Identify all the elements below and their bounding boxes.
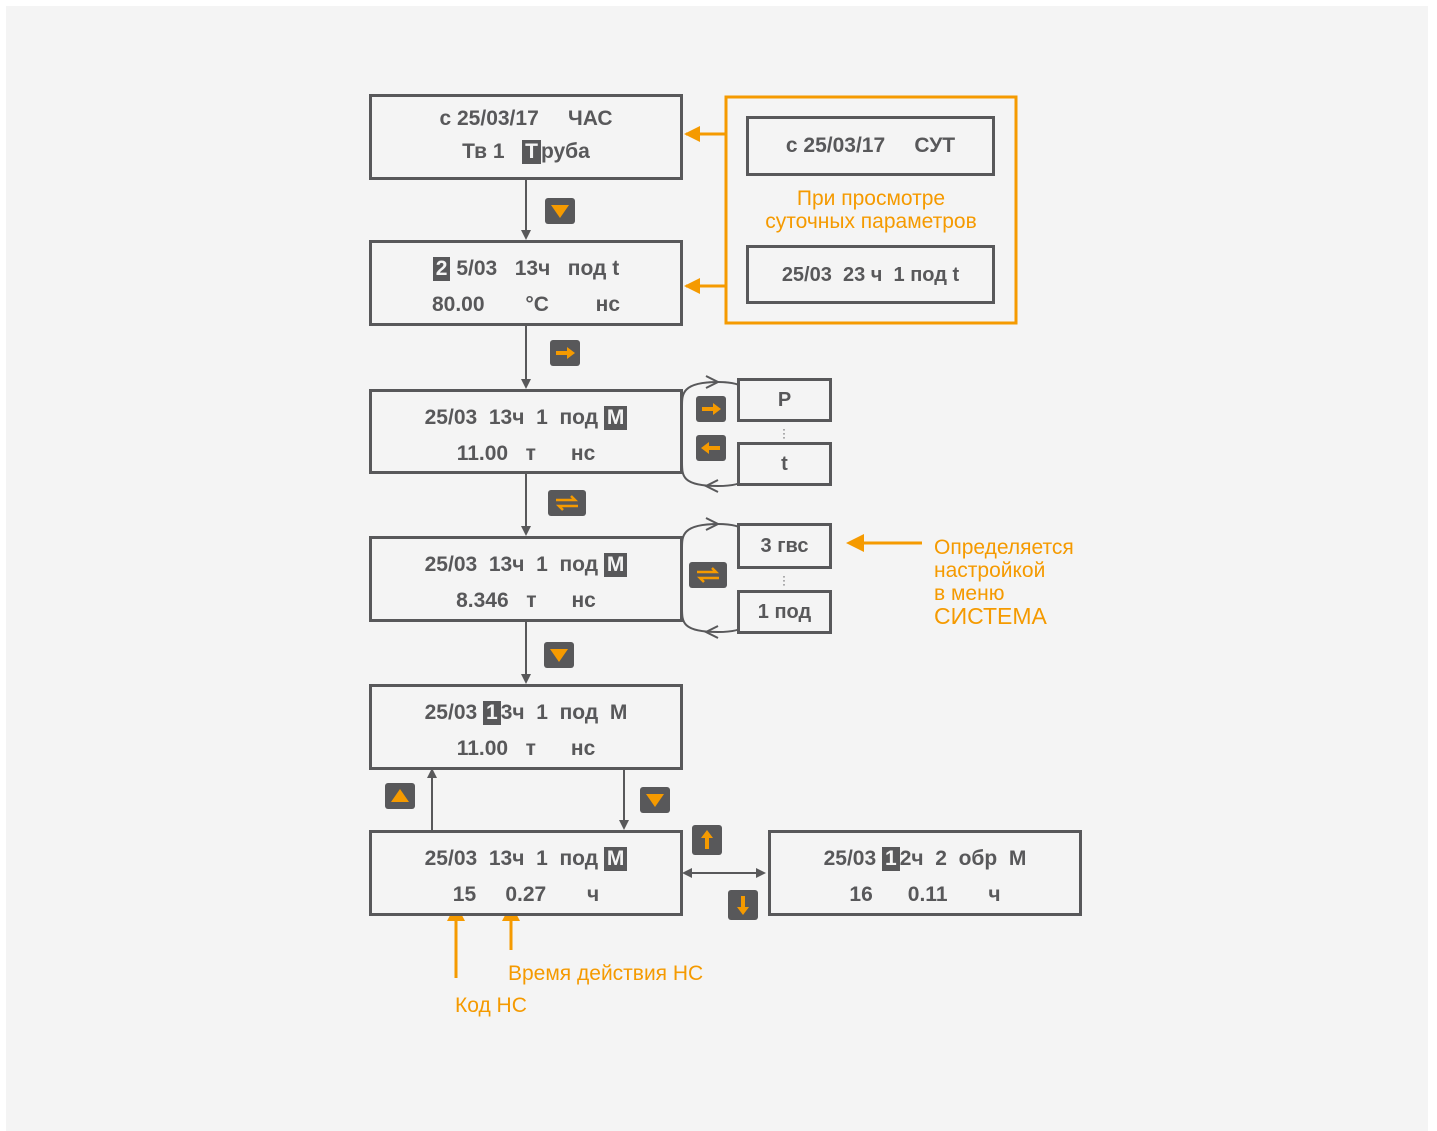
left-key [696, 435, 726, 461]
swap-key [548, 490, 586, 516]
down-key [545, 198, 575, 224]
down-triangle-icon [551, 205, 569, 218]
down-arrow-key [728, 890, 758, 920]
down-arrow-icon [737, 896, 749, 915]
orange-arrowhead [846, 534, 864, 552]
cursor-highlight: М [603, 847, 628, 871]
cursor-highlight: Т [522, 140, 541, 164]
orange-arrowhead [684, 126, 700, 142]
param-list-first: 3 гвс [737, 523, 832, 569]
param-list-last: t [737, 442, 832, 486]
cycle-chevron [703, 625, 719, 639]
config-note: Определяется настройкой в меню СИСТЕМА [934, 536, 1074, 629]
fault-code-note: Код НС [455, 994, 527, 1017]
swap-arrows-icon [555, 495, 579, 511]
right-key [550, 340, 580, 366]
connector-lines [427, 95, 1018, 978]
daily-screen-value: 25/03 23 ч 1 под t [746, 245, 995, 304]
daily-panel-frame [724, 95, 1018, 325]
cursor-highlight: 2 [432, 257, 451, 281]
ellipsis-dots: ··· [782, 422, 786, 444]
down-triangle-icon [646, 794, 664, 807]
screen-mass-alt: 25/03 13ч 1 под М 8.346 т нс [369, 536, 683, 622]
up-arrow-icon [701, 830, 713, 849]
swap-key [689, 562, 727, 588]
daily-screen-header: с 25/03/17 СУТ [746, 116, 995, 176]
right-arrow-icon [556, 347, 575, 359]
up-key [385, 783, 415, 809]
param-list-last: 1 под [737, 590, 832, 634]
down-key [544, 642, 574, 668]
cycle-chevron [705, 517, 721, 531]
swap-arrows-icon [696, 567, 720, 583]
cursor-highlight: 1 [882, 847, 900, 871]
cycle-chevron [703, 479, 719, 493]
orange-arrowhead [684, 278, 700, 294]
cursor-highlight: М [603, 553, 628, 577]
screen-mass-hourly: 25/03 13ч 1 под М 11.00 т нс [369, 389, 683, 474]
screen-fault-record: 25/03 13ч 1 под М 15 0.27 ч [369, 830, 683, 916]
cursor-highlight: М [603, 406, 628, 430]
duration-note: Время действия НС [508, 962, 704, 985]
left-arrow-icon [701, 442, 720, 454]
param-list-first: P [737, 378, 832, 422]
up-arrow-key [692, 825, 722, 855]
down-key [640, 787, 670, 813]
cursor-highlight: 1 [483, 701, 501, 725]
down-triangle-icon [550, 649, 568, 662]
cycle-chevron [705, 375, 721, 389]
screen-temperature: 2 5/03 13ч под t 80.00 °C нс [369, 240, 683, 326]
up-triangle-icon [391, 789, 409, 802]
right-key [696, 396, 726, 422]
daily-caption: При просмотре суточных параметров [765, 187, 977, 233]
ellipsis-dots: ··· [782, 569, 786, 591]
right-arrow-icon [702, 403, 721, 415]
